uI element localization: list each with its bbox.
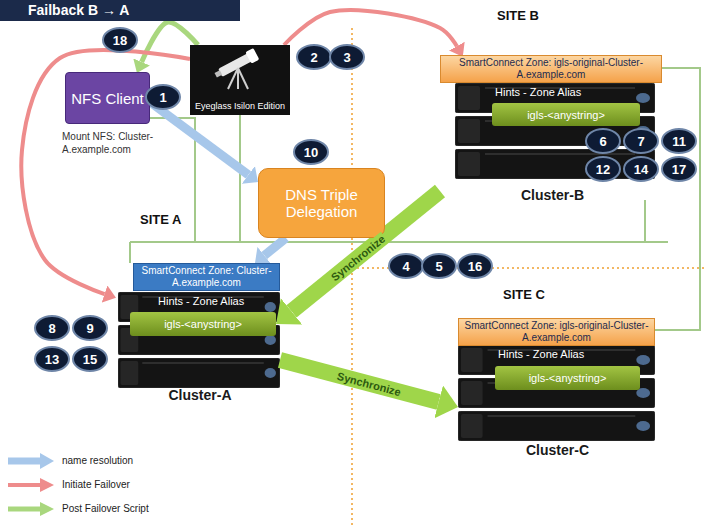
legend-text: Initiate Failover bbox=[62, 479, 157, 491]
smartconnect-zone: SmartConnect Zone: Cluster-A.example.com bbox=[133, 263, 280, 291]
node-text: Cluster-B bbox=[521, 187, 584, 203]
node-text: igls-<anystring> bbox=[164, 318, 242, 330]
node-text: Hints - Zone Alias bbox=[158, 295, 280, 307]
callout-number: 16 bbox=[457, 253, 493, 279]
node-text: igls-<anystring> bbox=[529, 372, 607, 384]
node-text: NFS Client bbox=[71, 90, 144, 107]
callout-number: 15 bbox=[72, 346, 108, 372]
mount-note: Mount NFS: Cluster-A.example.com bbox=[62, 131, 187, 156]
client-box: NFS Client bbox=[65, 72, 150, 124]
node-text: DNS Triple Delegation bbox=[280, 186, 364, 221]
callout-number: 6 bbox=[585, 128, 621, 154]
smartconnect-zone: SmartConnect Zone: igls-original-Cluster… bbox=[458, 318, 655, 346]
node-text: Hints - Zone Alias bbox=[498, 348, 655, 360]
edge-label: Synchronize bbox=[334, 369, 404, 398]
callout-number: 10 bbox=[293, 139, 329, 165]
site-label: SITE C bbox=[503, 287, 545, 302]
callout-number: 2 bbox=[296, 44, 332, 70]
server-stack: Hints - Zone Alias igls-<anystring> bbox=[118, 292, 280, 386]
callout-number: 14 bbox=[623, 156, 659, 182]
connector-arrow bbox=[21, 50, 190, 294]
callout-number: 13 bbox=[34, 346, 70, 372]
cluster-group: Cluster-C SmartConnect Zone: igls-origina… bbox=[455, 318, 660, 458]
callout-number: 17 bbox=[661, 156, 697, 182]
telescope-icon bbox=[212, 48, 264, 90]
network-wire bbox=[130, 68, 700, 330]
callout-number: 8 bbox=[34, 315, 70, 341]
site-label: SITE A bbox=[140, 212, 181, 227]
eyeglass-box: Eyeglass Isilon Edition bbox=[190, 45, 290, 115]
legend-text: name resolution bbox=[62, 455, 157, 467]
server-stack: Hints - Zone Alias igls-<anystring> bbox=[458, 345, 655, 441]
callout-number: 18 bbox=[102, 27, 138, 53]
node-text: SmartConnect Zone: igls-original-Cluster… bbox=[445, 57, 657, 81]
callout-number: 12 bbox=[585, 156, 621, 182]
title-bar: Failback B → A bbox=[0, 0, 240, 21]
legend-sample bbox=[8, 453, 54, 516]
node-text: igls-<anystring> bbox=[527, 109, 605, 121]
callout-number: 1 bbox=[145, 84, 181, 110]
smartconnect-zone: SmartConnect Zone: igls-original-Cluster… bbox=[440, 55, 662, 83]
callout-number: 3 bbox=[329, 44, 365, 70]
node-text: SmartConnect Zone: igls-original-Cluster… bbox=[463, 320, 650, 344]
zone-alias: igls-<anystring> bbox=[492, 103, 640, 126]
connector-arrow bbox=[284, 10, 457, 46]
cluster-group: Cluster-A SmartConnect Zone: Cluster-A.ex… bbox=[115, 263, 285, 403]
callout-number: 11 bbox=[661, 128, 697, 154]
zone-alias: igls-<anystring> bbox=[495, 366, 640, 390]
callout-number: 4 bbox=[388, 253, 424, 279]
node-text: Cluster-C bbox=[526, 442, 589, 458]
dns-box: DNS Triple Delegation bbox=[258, 168, 385, 238]
node-text: Eyeglass Isilon Edition bbox=[195, 101, 285, 111]
legend-text: Post Failover Script bbox=[62, 503, 157, 515]
site-label: SITE B bbox=[497, 8, 539, 23]
zone-alias: igls-<anystring> bbox=[130, 312, 276, 336]
edge-label: Synchronize bbox=[327, 231, 388, 284]
node-text: Cluster-A bbox=[168, 387, 231, 403]
connector-arrow bbox=[264, 238, 286, 255]
connector-arrow bbox=[280, 360, 439, 402]
server-stack bbox=[118, 83, 655, 441]
site-divider bbox=[351, 28, 353, 526]
callout-number: 7 bbox=[623, 128, 659, 154]
node-text: Hints - Zone Alias bbox=[495, 86, 655, 98]
callout-number: 9 bbox=[72, 315, 108, 341]
callout-number: 5 bbox=[421, 253, 457, 279]
node-text: SmartConnect Zone: Cluster-A.example.com bbox=[138, 265, 275, 289]
